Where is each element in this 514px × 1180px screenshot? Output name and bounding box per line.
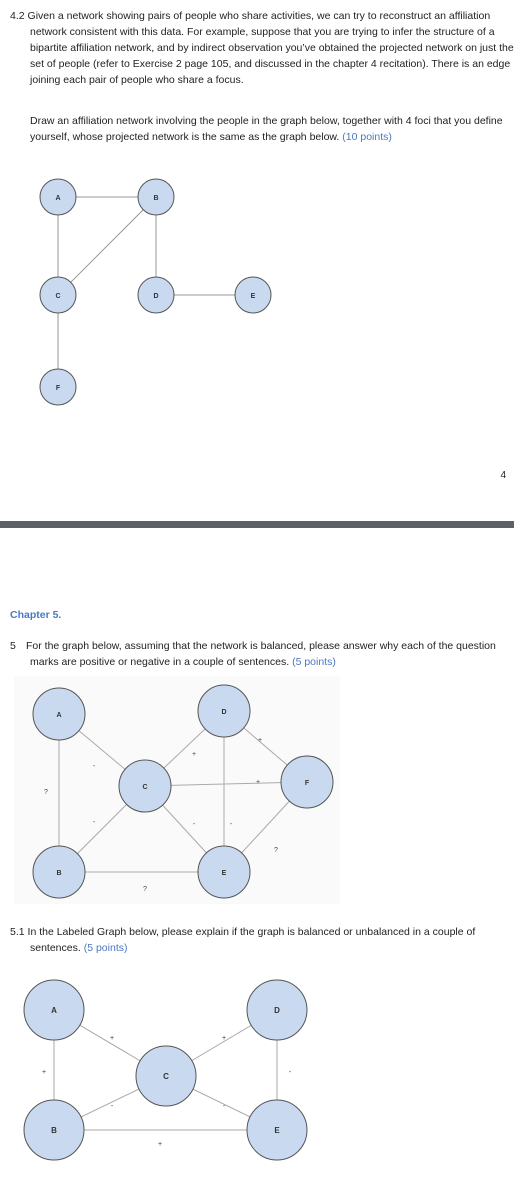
q5-node-d: [197, 684, 251, 738]
q51-points: (5 points): [83, 942, 128, 954]
q42-graph: A B C D E F: [39, 178, 272, 406]
q5-sign-a-b: ?: [44, 789, 48, 796]
q5-label-b: B: [56, 870, 61, 877]
q5-label-c: C: [142, 784, 147, 791]
q5-sign-d-f-2: +: [256, 779, 260, 786]
q51-label-e: E: [274, 1126, 280, 1135]
q51-sign-e-c: -: [223, 1103, 226, 1110]
q51-label-d: D: [274, 1006, 280, 1015]
chapter-heading: Chapter 5.: [10, 609, 62, 621]
q5-node-b: [32, 845, 86, 899]
q42-label-f: F: [56, 385, 61, 392]
q42-text: Given a network showing pairs of people …: [27, 10, 514, 86]
q5-edge-c-f: [144, 781, 308, 787]
q5-label-e: E: [222, 870, 227, 877]
q42-points: (10 points): [342, 131, 392, 143]
q51-sign-b-e: +: [158, 1141, 162, 1148]
q5-sign-d-f: +: [258, 737, 262, 744]
q42-instruction-paragraph: Draw an affiliation network involving th…: [30, 113, 504, 145]
q51-sign-d-e: -: [289, 1069, 292, 1076]
q5-sign-b-c: -: [93, 819, 96, 826]
q51-sign-b-c: -: [111, 1103, 114, 1110]
q51-label-b: B: [51, 1126, 57, 1135]
q42-label-d: D: [153, 293, 158, 300]
q42-node-e: [234, 276, 272, 314]
q5-paragraph: 5 For the graph below, assuming that the …: [10, 638, 514, 670]
q51-node-c: [135, 1045, 197, 1107]
q5-points: (5 points): [292, 656, 336, 668]
q51-graph: + + - + - - + A B C D E: [23, 979, 308, 1161]
q51-node-a: [23, 979, 85, 1041]
q51-sign-d-c: +: [222, 1035, 226, 1042]
q51-label-a: A: [51, 1006, 57, 1015]
q51-sign-a-c: +: [110, 1035, 114, 1042]
q42-edge-b-c: [57, 196, 157, 296]
q51-paragraph: 5.1 In the Labeled Graph below, please e…: [10, 924, 514, 956]
q5-number: 5: [10, 640, 16, 652]
q42-number: 4.2: [10, 10, 25, 22]
q42-label-a: A: [55, 195, 60, 202]
q5-sign-c-e: -: [193, 821, 196, 828]
q42-label-c: C: [55, 293, 60, 300]
q42-node-b: [137, 178, 175, 216]
q5-text: For the graph below, assuming that the n…: [26, 640, 496, 668]
q5-node-f: [280, 755, 334, 809]
q5-sign-a-c: -: [93, 763, 96, 770]
q51-node-e: [246, 1099, 308, 1161]
q42-node-f: [39, 368, 77, 406]
q42-paragraph: 4.2 Given a network showing pairs of peo…: [10, 8, 514, 88]
q5-sign-d-e: -: [230, 821, 233, 828]
page-divider: [0, 521, 514, 528]
q42-node-d: [137, 276, 175, 314]
q5-node-e: [197, 845, 251, 899]
q51-text: In the Labeled Graph below, please expla…: [27, 926, 476, 954]
q5-label-f: F: [305, 780, 310, 787]
q51-number: 5.1: [10, 926, 25, 938]
q5-label-d: D: [221, 709, 226, 716]
q5-label-a: A: [56, 712, 61, 719]
q42-label-b: B: [153, 195, 158, 202]
page-number: 4: [500, 470, 506, 481]
q5-node-c: [118, 759, 172, 813]
q5-node-a: [32, 687, 86, 741]
q51-label-c: C: [163, 1072, 169, 1081]
q42-instruction: Draw an affiliation network involving th…: [30, 115, 503, 143]
q51-node-d: [246, 979, 308, 1041]
q5-sign-c-d: +: [192, 751, 196, 758]
q5-graph: ? - - ? + - - + + ? A B C D E F: [14, 676, 340, 904]
q5-sign-e-f: ?: [274, 847, 278, 854]
q42-node-c: [39, 276, 77, 314]
q51-node-b: [23, 1099, 85, 1161]
q51-sign-a-b: +: [42, 1069, 46, 1076]
q42-label-e: E: [251, 293, 256, 300]
q42-node-a: [39, 178, 77, 216]
q5-sign-b-e: ?: [143, 886, 147, 893]
